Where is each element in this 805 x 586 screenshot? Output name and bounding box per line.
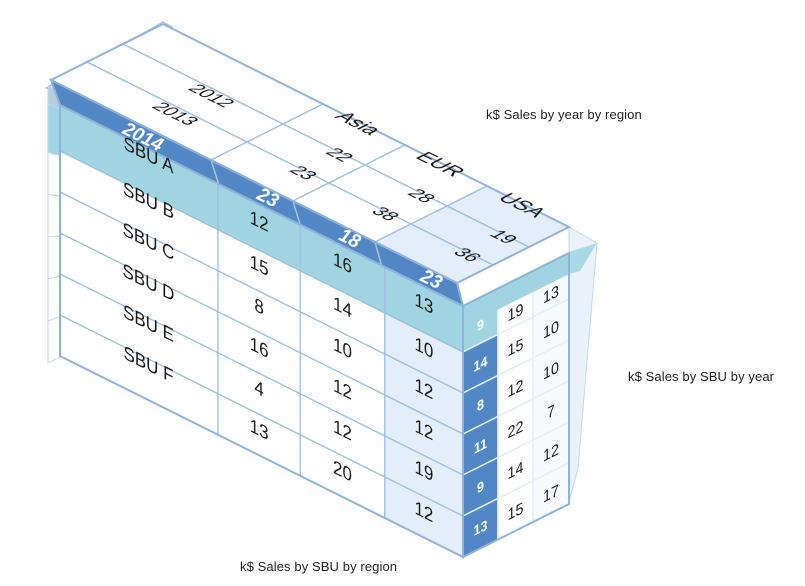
cell-text: 12 [333, 416, 352, 446]
cell-text: 12 [414, 497, 433, 527]
right-face-teal-edge [463, 253, 569, 327]
cell-text: 10 [333, 334, 352, 364]
cell-text: 13 [250, 415, 269, 445]
cell-text: 8 [254, 294, 263, 320]
left-wall-segment [47, 315, 61, 364]
cell-text: 12 [414, 374, 433, 404]
cell-text: 15 [508, 500, 524, 525]
cell-text: 13 [543, 283, 559, 308]
left-wall-segment [47, 235, 61, 280]
cell-text: 12 [333, 375, 352, 405]
cell-text: 22 [508, 418, 524, 443]
cell-text: 8 [477, 395, 484, 415]
cell-text: 13 [474, 516, 488, 539]
cell-text: 9 [477, 315, 484, 335]
cell-text: 10 [543, 359, 559, 384]
cell-text: 10 [414, 333, 433, 363]
cell-text: 14 [333, 293, 352, 323]
cell-text: 14 [474, 352, 488, 375]
cell-text: 4 [254, 376, 263, 402]
caption-sales-by-sbu-by-region: k$ Sales by SBU by region [240, 559, 398, 574]
cell-text: 15 [250, 251, 269, 281]
left-wall-segment [47, 103, 61, 157]
left-wall-segment [47, 151, 61, 197]
cell-text: 9 [477, 477, 484, 497]
cell-text: 16 [333, 248, 352, 278]
cell-text: 20 [333, 457, 352, 487]
cell-text: 16 [250, 333, 269, 363]
cell-text: 19 [414, 456, 433, 486]
cell-text: 7 [547, 402, 555, 423]
cell-text: 15 [508, 336, 524, 361]
cell-text: 17 [543, 482, 559, 507]
right-wall-teal-cap [569, 243, 597, 274]
cell-text: 12 [414, 415, 433, 445]
cell-text: 19 [508, 301, 524, 326]
cell-text: 14 [508, 459, 524, 484]
cell-text: 10 [543, 318, 559, 343]
cell-text: 12 [543, 441, 559, 466]
right-face-outline [462, 251, 570, 559]
cell-text: 12 [508, 377, 524, 402]
cell-text: 12 [250, 207, 269, 237]
cell-text: 11 [474, 434, 487, 457]
caption-sales-by-year-by-region: k$ Sales by year by region [486, 107, 642, 122]
left-wall-segment [47, 194, 61, 238]
caption-sales-by-sbu-by-year: k$ Sales by SBU by year [628, 369, 775, 384]
left-wall-segment [47, 275, 61, 322]
cell-text: 13 [414, 289, 433, 319]
